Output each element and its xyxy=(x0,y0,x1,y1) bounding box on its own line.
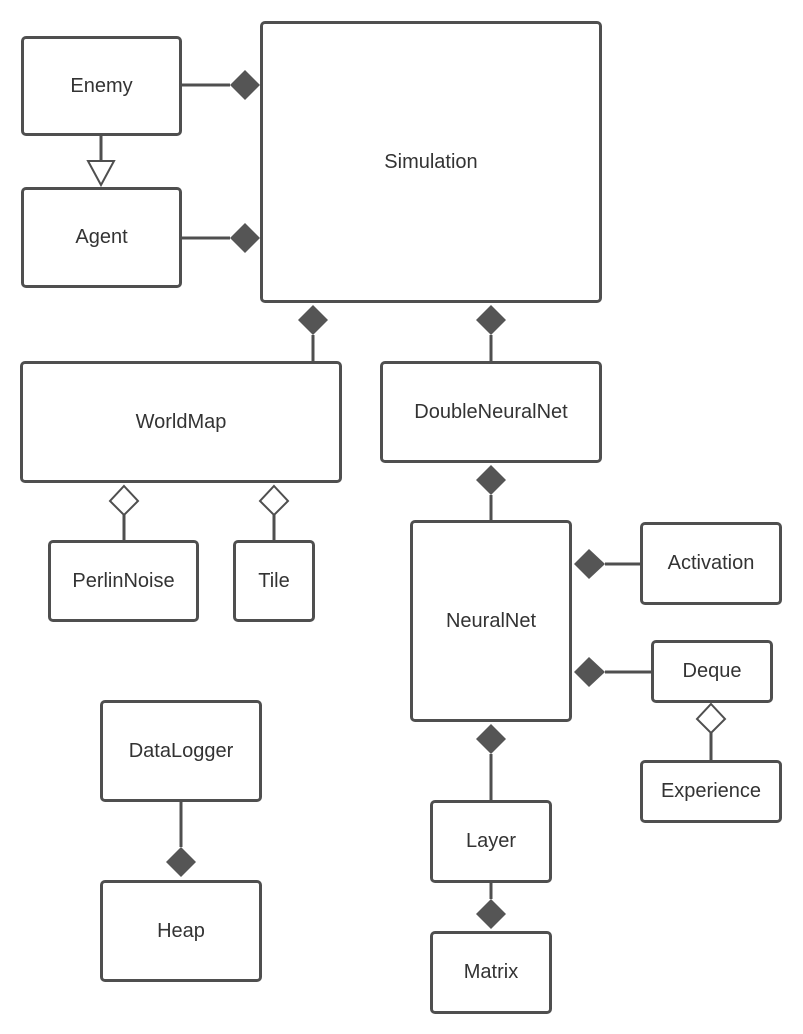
class-tile[interactable]: Tile xyxy=(233,540,315,622)
class-agent[interactable]: Agent xyxy=(21,187,182,288)
class-enemy-label: Enemy xyxy=(70,74,133,97)
class-heap-label: Heap xyxy=(157,919,205,942)
matrix-layer-composition-diamond xyxy=(476,899,506,929)
agent-simulation-composition-diamond xyxy=(230,223,260,253)
layer-neuralnet-composition-diamond xyxy=(476,724,506,754)
class-worldmap[interactable]: WorldMap xyxy=(20,361,342,483)
class-neuralnet[interactable]: NeuralNet xyxy=(410,520,572,722)
class-deque[interactable]: Deque xyxy=(651,640,773,703)
perlinnoise-worldmap-aggregation-diamond xyxy=(108,484,140,517)
class-neuralnet-label: NeuralNet xyxy=(445,609,537,632)
enemy-agent-inheritance-arrow xyxy=(86,160,116,188)
class-datalogger[interactable]: DataLogger xyxy=(100,700,262,802)
enemy-simulation-composition-diamond xyxy=(230,70,260,100)
class-layer[interactable]: Layer xyxy=(430,800,552,883)
class-activation-label: Activation xyxy=(667,552,755,574)
class-datalogger-label: DataLogger xyxy=(128,739,234,762)
experience-deque-aggregation-diamond xyxy=(695,702,727,735)
activation-neuralnet-composition-diamond xyxy=(574,549,605,579)
tile-worldmap-aggregation-diamond xyxy=(258,484,290,517)
class-experience-label: Experience xyxy=(660,780,762,802)
class-deque-label: Deque xyxy=(682,660,742,682)
class-tile-label: Tile xyxy=(258,569,290,592)
class-doubleneuralnet-label: DoubleNeuralNet xyxy=(414,400,568,423)
class-matrix[interactable]: Matrix xyxy=(430,931,552,1014)
class-experience[interactable]: Experience xyxy=(640,760,782,823)
class-perlinnoise-label: PerlinNoise xyxy=(72,569,175,592)
class-matrix-label: Matrix xyxy=(463,961,519,983)
class-worldmap-label: WorldMap xyxy=(135,410,227,433)
class-doubleneuralnet[interactable]: DoubleNeuralNet xyxy=(380,361,602,463)
class-activation[interactable]: Activation xyxy=(640,522,782,605)
class-simulation-label: Simulation xyxy=(384,150,478,173)
class-simulation[interactable]: Simulation xyxy=(260,21,602,303)
class-heap[interactable]: Heap xyxy=(100,880,262,982)
deque-neuralnet-composition-diamond xyxy=(574,657,605,687)
class-agent-label: Agent xyxy=(75,226,128,248)
class-layer-label: Layer xyxy=(465,830,517,852)
class-enemy[interactable]: Enemy xyxy=(21,36,182,136)
heap-datalogger-composition-diamond xyxy=(166,847,196,877)
class-perlinnoise[interactable]: PerlinNoise xyxy=(48,540,199,622)
worldmap-simulation-composition-diamond xyxy=(298,305,328,335)
neuralnet-doubleneuralnet-composition-diamond xyxy=(476,465,506,495)
doubleneuralnet-simulation-composition-diamond xyxy=(476,305,506,335)
